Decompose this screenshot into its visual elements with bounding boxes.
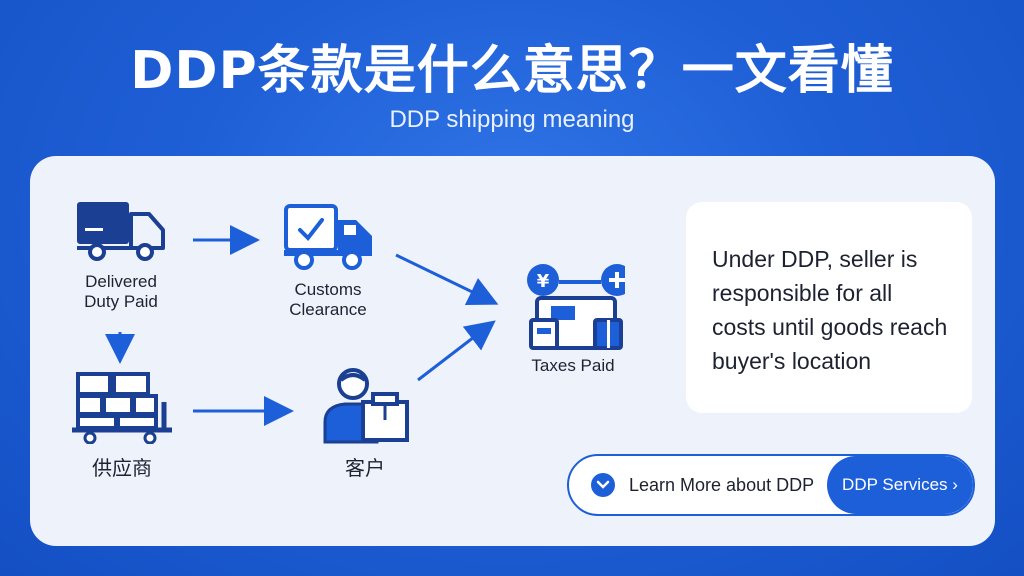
chevron-down-icon[interactable] (591, 473, 615, 497)
info-text-line: Under DDP, seller is (712, 246, 918, 272)
node-label: Customs (294, 280, 362, 299)
node-delivered-duty-paid: Delivered Duty Paid (66, 200, 176, 312)
node-taxes-paid: ¥ Taxes Paid (515, 262, 631, 376)
ddp-services-button[interactable]: DDP Services › (827, 456, 973, 514)
delivery-truck-check-icon (284, 204, 372, 270)
node-label: 供应商 (92, 456, 152, 480)
info-text-line: buyer's location (712, 348, 872, 374)
node-label: Taxes Paid (531, 356, 615, 375)
page-subtitle: DDP shipping meaning (389, 106, 635, 133)
node-customer: 客户 (310, 366, 420, 478)
page-title: DDP条款是什么意思？一文看懂 (130, 41, 894, 101)
arrow-customs-to-taxes (395, 253, 499, 306)
node-label: Duty Paid (84, 292, 158, 311)
svg-text:¥: ¥ (537, 271, 550, 292)
info-card: Under DDP, seller is responsible for all… (686, 202, 972, 413)
info-text-line: costs until goods reach (712, 314, 948, 340)
node-customs-clearance: Customs Clearance (270, 204, 386, 320)
arrow-customer-to-taxes (417, 320, 496, 382)
learn-more-link[interactable]: Learn More about DDP (629, 474, 815, 495)
tax-payment-icon: ¥ (527, 264, 625, 350)
cta-bar: Learn More about DDP DDP Services › (567, 454, 975, 516)
node-label: Delivered (85, 272, 157, 291)
customer-package-icon (323, 368, 409, 444)
info-text-line: responsible for all (712, 280, 893, 306)
truck-icon (77, 202, 165, 261)
node-label: Clearance (289, 300, 367, 319)
node-supplier: 供应商 (68, 372, 176, 478)
node-label: 客户 (345, 456, 385, 480)
warehouse-trolley-icon (72, 372, 172, 444)
